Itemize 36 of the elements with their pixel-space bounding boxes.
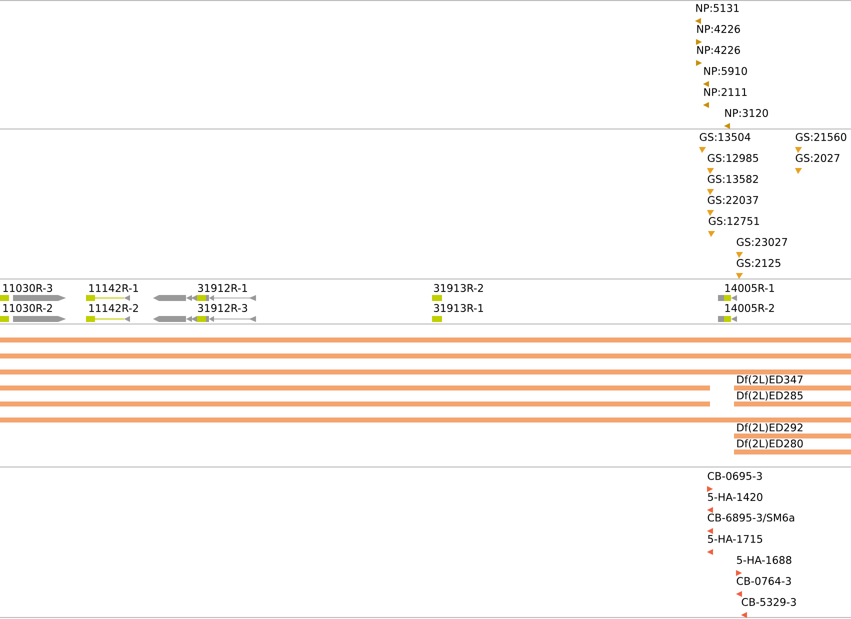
feature-label: Df(2L)ED285 — [737, 391, 803, 401]
feature-label: 14005R-2 — [725, 304, 774, 312]
feature-label: NP:5910 — [704, 67, 747, 75]
feature-label: GS:2125 — [736, 259, 780, 267]
feature-label: GS:13504 — [700, 133, 750, 141]
feature-label: GS:23027 — [736, 238, 788, 246]
feature-label: 31913R-1 — [434, 304, 483, 312]
feature-label: 31912R-1 — [198, 284, 247, 292]
feature-label: 5-HA-1715 — [708, 535, 762, 543]
feature-label: GS:22037 — [708, 196, 758, 204]
feature-label: 31912R-3 — [198, 304, 248, 312]
feature-label: CB-6895-3/SM6a — [708, 514, 794, 522]
feature-label: GS:2027 — [796, 154, 840, 162]
feature-label: Df(2L)ED280 — [737, 439, 803, 449]
feature-label: 11142R-1 — [89, 284, 138, 292]
feature-label: 5-HA-1420 — [708, 493, 762, 501]
feature-label: CB-0695-3 — [708, 472, 762, 480]
feature-label: GS:12985 — [708, 154, 758, 162]
feature-label: NP:4226 — [697, 25, 740, 33]
feature-label: GS:12751 — [708, 217, 759, 225]
feature-label: 11030R-3 — [3, 284, 52, 292]
feature-label: 14005R-1 — [725, 284, 774, 292]
feature-label: Df(2L)ED292 — [737, 423, 802, 433]
feature-label: CB-5329-3 — [742, 598, 796, 606]
feature-label: NP:2111 — [704, 88, 747, 96]
feature-label: 11030R-2 — [3, 304, 52, 312]
feature-label: Df(2L)ED347 — [737, 375, 803, 385]
feature-label: NP:4226 — [697, 46, 740, 54]
feature-label: NP:5131 — [696, 4, 739, 12]
feature-label: 5-HA-1688 — [737, 556, 792, 564]
feature-label: CB-0764-3 — [736, 577, 791, 585]
feature-label: 31913R-2 — [434, 284, 483, 292]
feature-label: NP:3120 — [725, 109, 768, 117]
feature-label: 11142R-2 — [89, 304, 138, 312]
feature-label: GS:21560 — [796, 133, 846, 141]
feature-label: GS:13582 — [708, 175, 758, 183]
